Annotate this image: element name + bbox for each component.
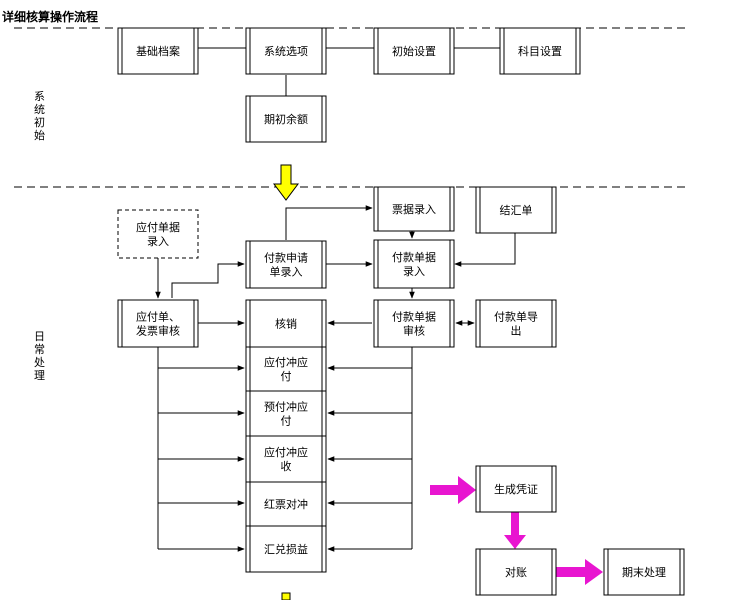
box-frame (117, 209, 199, 259)
box-settlement-note: 结汇单 (475, 186, 557, 234)
box-frame (373, 27, 455, 75)
box-frame (245, 346, 327, 392)
box-frame (245, 435, 327, 483)
box-frame (475, 548, 557, 596)
connector-arrow (454, 233, 516, 267)
box-label: 应付单、发票审核 (136, 310, 180, 338)
box-generate-voucher: 生成凭证 (475, 465, 557, 513)
section-label-init: 系统初始 (34, 90, 45, 142)
box-label: 结汇单 (500, 204, 533, 217)
box-label: 基础档案 (136, 44, 180, 58)
box-payment-doc-review: 付款单据审核 (373, 299, 455, 348)
magenta-down-arrow (504, 512, 526, 549)
box-bill-entry: 票据录入 (373, 186, 455, 232)
box-frame (245, 390, 327, 437)
box-label: 科目设置 (518, 44, 562, 58)
box-frame (245, 481, 327, 527)
yellow-down-arrow-bottom (281, 592, 291, 600)
box-label: 应付单据录入 (136, 220, 180, 248)
box-label: 票据录入 (392, 202, 436, 216)
box-prepaid-offset-payable: 预付冲应付 (245, 390, 327, 437)
box-payment-request-entry: 付款申请单录入 (245, 240, 327, 289)
box-frame (475, 186, 557, 234)
box-period-end: 期末处理 (603, 548, 685, 596)
box-frame (373, 239, 455, 289)
box-label: 应付冲应付 (264, 355, 308, 383)
box-payable-offset-receivable: 应付冲应收 (245, 435, 327, 483)
box-frame (245, 525, 327, 573)
box-frame (475, 465, 557, 513)
box-label: 红票对冲 (264, 497, 308, 511)
box-payment-doc-entry: 付款单据录入 (373, 239, 455, 289)
box-account-settings: 科目设置 (499, 27, 581, 75)
diagram-title: 详细核算操作流程 (2, 9, 98, 24)
box-frame (245, 299, 327, 348)
magenta-right-arrow-2 (555, 559, 603, 585)
box-frame (373, 299, 455, 348)
box-payable-doc-entry: 应付单据录入 (117, 209, 199, 259)
connector-arrow (285, 205, 373, 240)
connector-arrow (171, 261, 245, 298)
box-label: 核销 (275, 317, 297, 331)
box-label: 付款单据录入 (392, 250, 436, 278)
box-opening-balance: 期初余额 (245, 95, 327, 143)
box-frame (603, 548, 685, 596)
section-label-daily: 日常处理 (34, 330, 45, 382)
box-verification: 核销 (245, 299, 327, 348)
box-label: 期末处理 (622, 565, 666, 579)
box-frame (475, 299, 557, 348)
box-label: 系统选项 (264, 45, 308, 58)
box-label: 付款申请单录入 (264, 251, 308, 279)
magenta-right-arrow (430, 476, 476, 504)
box-label: 生成凭证 (494, 482, 538, 496)
box-red-offset: 红票对冲 (245, 481, 327, 527)
yellow-down-arrow (273, 164, 299, 201)
box-frame (245, 27, 327, 75)
box-label: 预付冲应付 (264, 400, 308, 428)
box-label: 付款单据审核 (392, 310, 436, 338)
box-frame (117, 299, 199, 348)
box-initial-settings: 初始设置 (373, 27, 455, 75)
box-payable-offset-payable: 应付冲应付 (245, 346, 327, 392)
box-basic-archive: 基础档案 (117, 27, 199, 75)
box-fx-gain-loss: 汇兑损益 (245, 525, 327, 573)
box-label: 汇兑损益 (264, 542, 308, 556)
box-frame (373, 186, 455, 232)
box-frame (245, 240, 327, 289)
connectors (155, 47, 516, 552)
box-payment-export: 付款单导出 (475, 299, 557, 348)
box-frame (499, 27, 581, 75)
box-frame (117, 27, 199, 75)
box-label: 对账 (505, 565, 527, 579)
box-label: 付款单导出 (494, 310, 538, 338)
box-label: 应付冲应收 (264, 445, 308, 473)
box-system-options: 系统选项 (245, 27, 327, 75)
box-frame (245, 95, 327, 143)
box-label: 期初余额 (264, 112, 308, 126)
box-label: 初始设置 (392, 44, 436, 58)
box-payable-invoice-review: 应付单、发票审核 (117, 299, 199, 348)
box-reconciliation: 对账 (475, 548, 557, 596)
